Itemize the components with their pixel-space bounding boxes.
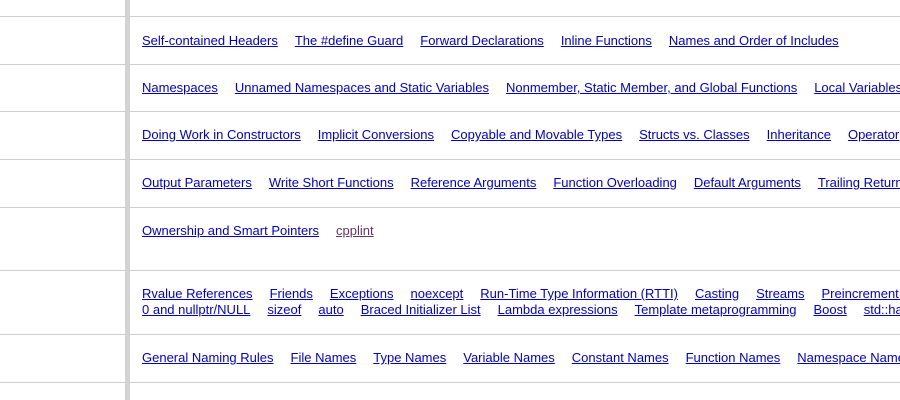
toc-row-header-files: Self-contained Headers The #define Guard F…: [0, 17, 900, 65]
toc-link-std-ha[interactable]: std::ha: [863, 302, 900, 317]
toc-row-scoping: Namespaces Unnamed Namespaces and Static …: [0, 65, 900, 112]
toc-link-reference-arguments[interactable]: Reference Arguments: [410, 175, 537, 190]
toc-link-casting[interactable]: Casting: [695, 286, 740, 301]
toc-topic-line: Self-contained Headers The #define Guard F…: [142, 33, 900, 49]
toc-link-copyable-and-movable-types[interactable]: Copyable and Movable Types: [451, 127, 623, 142]
toc-link-preincrement-a[interactable]: Preincrement a: [821, 286, 900, 301]
toc-link-default-arguments[interactable]: Default Arguments: [693, 175, 801, 190]
toc-link-braced-initializer-list[interactable]: Braced Initializer List: [360, 302, 481, 317]
toc-link-0-and-nullptr-null[interactable]: 0 and nullptr/NULL: [142, 302, 251, 317]
toc-link-doing-work-in-constructors[interactable]: Doing Work in Constructors: [142, 127, 301, 142]
toc-topic-list: Ownership and Smart Pointers cpplint: [142, 223, 900, 239]
toc-link-inline-functions[interactable]: Inline Functions: [560, 33, 652, 48]
toc-top-row: [0, 0, 900, 17]
toc-link-nonmember-static-member-and-global-functions[interactable]: Nonmember, Static Member, and Global Fun…: [506, 80, 798, 95]
toc-row-google-specific-magic: Ownership and Smart Pointers cpplint: [0, 208, 900, 271]
toc-link-lambda-expressions[interactable]: Lambda expressions: [497, 302, 618, 317]
toc-topic-line: Output Parameters Write Short Functions Re…: [142, 175, 900, 191]
toc-link-operator[interactable]: Operator: [847, 127, 900, 142]
toc-link-function-overloading[interactable]: Function Overloading: [553, 175, 677, 190]
toc-topic-line: General Naming Rules File Names Type Names…: [142, 350, 900, 366]
toc-topic-line: Rvalue References Friends Exceptions noexce…: [142, 286, 900, 302]
toc-link-file-names[interactable]: File Names: [290, 350, 357, 365]
toc-link-write-short-functions[interactable]: Write Short Functions: [268, 175, 394, 190]
toc-link-cpplint[interactable]: cpplint: [336, 223, 374, 238]
toc-link-inheritance[interactable]: Inheritance: [766, 127, 831, 142]
sidebar-divider-bar: [125, 0, 130, 400]
toc-row-classes: Doing Work in Constructors Implicit Conve…: [0, 112, 900, 160]
toc-link-run-time-type-information-rtti[interactable]: Run-Time Type Information (RTTI): [480, 286, 678, 301]
toc-link-local-variables[interactable]: Local Variables: [814, 80, 900, 95]
toc-link-the-define-guard[interactable]: The #define Guard: [294, 33, 404, 48]
toc-topic-list: Output Parameters Write Short Functions Re…: [142, 175, 900, 191]
toc-link-variable-names[interactable]: Variable Names: [463, 350, 555, 365]
toc-topic-list: Namespaces Unnamed Namespaces and Static …: [142, 80, 900, 96]
toc-topic-list: Doing Work in Constructors Implicit Conve…: [142, 127, 900, 143]
toc-topic-list: Rvalue References Friends Exceptions noexce…: [142, 286, 900, 318]
toc-link-exceptions[interactable]: Exceptions: [329, 286, 394, 301]
toc-link-self-contained-headers[interactable]: Self-contained Headers: [142, 33, 278, 48]
toc-link-noexcept[interactable]: noexcept: [410, 286, 464, 301]
toc-link-template-metaprogramming[interactable]: Template metaprogramming: [634, 302, 797, 317]
toc-link-namespace-name[interactable]: Namespace Name: [797, 350, 900, 365]
toc-topic-list: General Naming Rules File Names Type Names…: [142, 350, 900, 366]
toc-topic-line: Doing Work in Constructors Implicit Conve…: [142, 127, 900, 143]
toc-link-output-parameters[interactable]: Output Parameters: [142, 175, 252, 190]
toc-link-namespaces[interactable]: Namespaces: [142, 80, 218, 95]
toc-topic-list: Self-contained Headers The #define Guard F…: [142, 33, 900, 49]
toc-link-streams[interactable]: Streams: [756, 286, 805, 301]
toc-row-other-c-features: Rvalue References Friends Exceptions noexce…: [0, 271, 900, 335]
toc-link-type-names[interactable]: Type Names: [373, 350, 447, 365]
toc-link-general-naming-rules[interactable]: General Naming Rules: [142, 350, 274, 365]
toc-topic-line: Ownership and Smart Pointers cpplint: [142, 223, 900, 239]
toc-link-names-and-order-of-includes[interactable]: Names and Order of Includes: [668, 33, 839, 48]
toc-link-auto[interactable]: auto: [318, 302, 344, 317]
toc-link-forward-declarations[interactable]: Forward Declarations: [420, 33, 544, 48]
toc-link-sizeof[interactable]: sizeof: [267, 302, 302, 317]
toc-link-implicit-conversions[interactable]: Implicit Conversions: [317, 127, 435, 142]
toc-link-function-names[interactable]: Function Names: [685, 350, 781, 365]
toc-row-naming: General Naming Rules File Names Type Names…: [0, 335, 900, 383]
toc-link-structs-vs-classes[interactable]: Structs vs. Classes: [639, 127, 750, 142]
toc-link-unnamed-namespaces-and-static-variables[interactable]: Unnamed Namespaces and Static Variables: [234, 80, 489, 95]
toc-topic-line: 0 and nullptr/NULL sizeof auto Braced Initi…: [142, 302, 900, 318]
toc-topic-line: Namespaces Unnamed Namespaces and Static …: [142, 80, 900, 96]
toc-row-functions: Output Parameters Write Short Functions Re…: [0, 160, 900, 208]
toc-link-friends[interactable]: Friends: [269, 286, 313, 301]
toc-link-ownership-and-smart-pointers[interactable]: Ownership and Smart Pointers: [142, 223, 320, 238]
toc-link-boost[interactable]: Boost: [813, 302, 847, 317]
toc-link-constant-names[interactable]: Constant Names: [571, 350, 669, 365]
toc-link-trailing-return[interactable]: Trailing Return: [817, 175, 900, 190]
toc-link-rvalue-references[interactable]: Rvalue References: [142, 286, 253, 301]
